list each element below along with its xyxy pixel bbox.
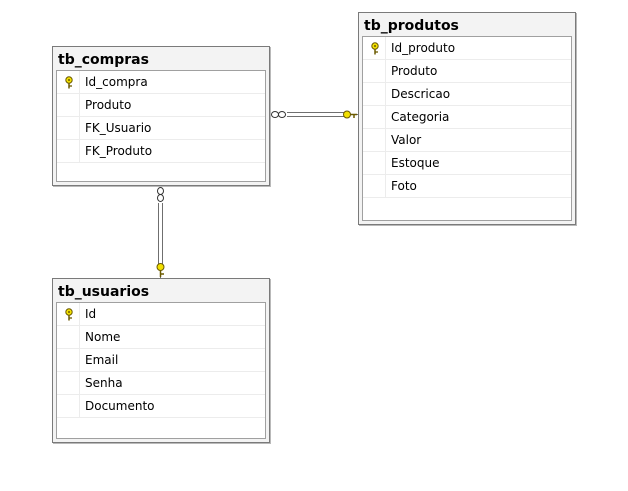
- column-row[interactable]: Foto: [363, 175, 571, 198]
- column-name: FK_Usuario: [85, 121, 152, 135]
- column-grid: Id_compra Produto FK_Usuario FK_Produto: [56, 70, 266, 182]
- key-icon: [156, 263, 165, 277]
- table-tb-usuarios[interactable]: tb_usuarios Id Nome Email Senha Document…: [52, 278, 270, 443]
- column-grid: Id Nome Email Senha Documento: [56, 302, 266, 439]
- column-name: Senha: [85, 376, 123, 390]
- column-name: Foto: [391, 179, 417, 193]
- column-row-pk[interactable]: Id_compra: [57, 71, 265, 94]
- empty-column-row[interactable]: [57, 418, 265, 441]
- column-name: Valor: [391, 133, 422, 147]
- column-row[interactable]: Estoque: [363, 152, 571, 175]
- column-row[interactable]: Documento: [57, 395, 265, 418]
- column-name: Estoque: [391, 156, 440, 170]
- column-name: Id_produto: [391, 41, 456, 55]
- column-row[interactable]: Descricao: [363, 83, 571, 106]
- column-name: Produto: [391, 64, 438, 78]
- key-icon: [65, 76, 73, 89]
- key-icon: [343, 110, 357, 119]
- column-row[interactable]: Valor: [363, 129, 571, 152]
- column-row[interactable]: Produto: [363, 60, 571, 83]
- column-name: Documento: [85, 399, 155, 413]
- column-row[interactable]: Produto: [57, 94, 265, 117]
- column-row[interactable]: Email: [57, 349, 265, 372]
- column-row[interactable]: Categoria: [363, 106, 571, 129]
- infinity-icon: [271, 111, 286, 118]
- table-title: tb_usuarios: [58, 284, 150, 300]
- column-row-pk[interactable]: Id_produto: [363, 37, 571, 60]
- column-name: Nome: [85, 330, 121, 344]
- empty-column-row[interactable]: [363, 198, 571, 221]
- column-row-pk[interactable]: Id: [57, 303, 265, 326]
- column-name: Email: [85, 353, 119, 367]
- key-icon: [371, 42, 379, 55]
- table-title: tb_produtos: [364, 18, 459, 34]
- column-row[interactable]: Nome: [57, 326, 265, 349]
- table-title: tb_compras: [58, 52, 149, 68]
- infinity-icon: [157, 187, 164, 202]
- column-row[interactable]: FK_Produto: [57, 140, 265, 163]
- column-name: Descricao: [391, 87, 451, 101]
- column-name: Id: [85, 307, 97, 321]
- column-name: FK_Produto: [85, 144, 153, 158]
- column-name: Id_compra: [85, 75, 148, 89]
- column-grid: Id_produto Produto Descricao Categoria V…: [362, 36, 572, 221]
- table-tb-compras[interactable]: tb_compras Id_compra Produto FK_Usuario …: [52, 46, 270, 186]
- column-row[interactable]: FK_Usuario: [57, 117, 265, 140]
- column-name: Categoria: [391, 110, 450, 124]
- table-tb-produtos[interactable]: tb_produtos Id_produto Produto Descricao…: [358, 12, 576, 225]
- empty-column-row[interactable]: [57, 163, 265, 186]
- key-icon: [65, 308, 73, 321]
- column-name: Produto: [85, 98, 132, 112]
- column-row[interactable]: Senha: [57, 372, 265, 395]
